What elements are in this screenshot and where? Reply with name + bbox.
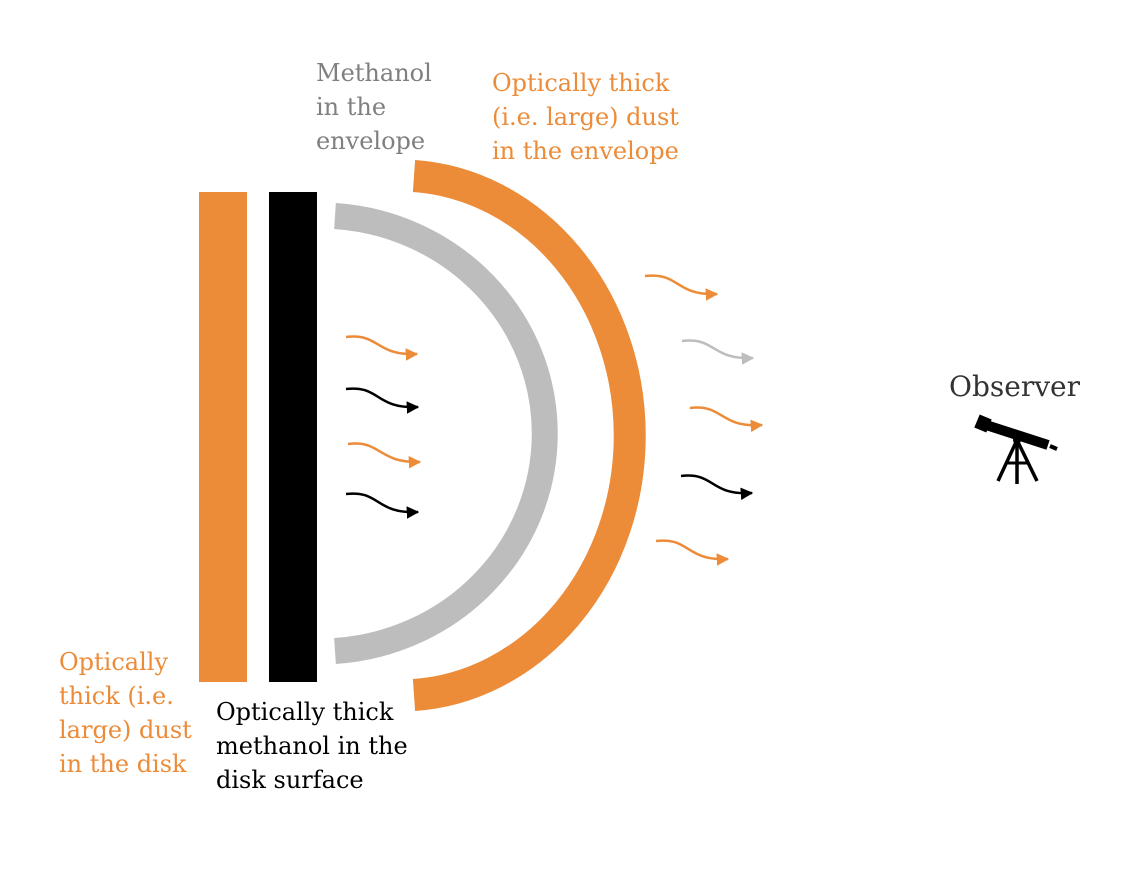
label-methanol-envelope: Methanol in the envelope xyxy=(316,56,432,158)
label-dust-envelope-line-1: Optically thick xyxy=(492,69,670,97)
envelope-dust-arc xyxy=(412,160,646,711)
label-dust-disk: Optically thick (i.e. large) dust in the… xyxy=(59,645,192,781)
arrow-outer-orange-2 xyxy=(689,406,764,433)
label-methanol-disk: Optically thick methanol in the disk sur… xyxy=(216,695,408,797)
label-methanol-envelope-line-1: Methanol xyxy=(316,59,432,87)
label-dust-disk-line-4: in the disk xyxy=(59,750,187,778)
arrow-outer-orange-1 xyxy=(644,274,719,301)
label-methanol-envelope-line-3: envelope xyxy=(316,127,426,155)
label-methanol-disk-line-3: disk surface xyxy=(216,766,364,794)
telescope-icon xyxy=(974,414,1058,484)
disk-dust-layer xyxy=(199,192,247,682)
envelope-methanol-arc xyxy=(334,203,558,664)
arrow-outer-orange-3 xyxy=(655,539,730,566)
label-dust-envelope-line-2: (i.e. large) dust xyxy=(492,103,679,131)
arrow-outer-gray-1 xyxy=(681,339,755,365)
label-observer: Observer xyxy=(949,370,1080,403)
arrow-inner-orange-1 xyxy=(345,335,419,361)
label-methanol-envelope-line-2: in the xyxy=(316,93,387,121)
arrow-inner-orange-2 xyxy=(347,442,422,469)
label-dust-disk-line-2: thick (i.e. xyxy=(59,682,174,710)
label-dust-disk-line-3: large) dust xyxy=(59,716,192,744)
arrow-inner-black-1 xyxy=(345,387,420,414)
arrow-inner-black-2 xyxy=(345,492,420,519)
label-dust-disk-line-1: Optically xyxy=(59,648,169,676)
label-dust-envelope: Optically thick (i.e. large) dust in the… xyxy=(492,66,679,168)
label-methanol-disk-line-1: Optically thick xyxy=(216,698,394,726)
label-methanol-disk-line-2: methanol in the xyxy=(216,732,408,760)
disk-methanol-layer xyxy=(269,192,317,682)
label-dust-envelope-line-3: in the envelope xyxy=(492,137,679,165)
arrow-outer-black-1 xyxy=(680,474,754,501)
